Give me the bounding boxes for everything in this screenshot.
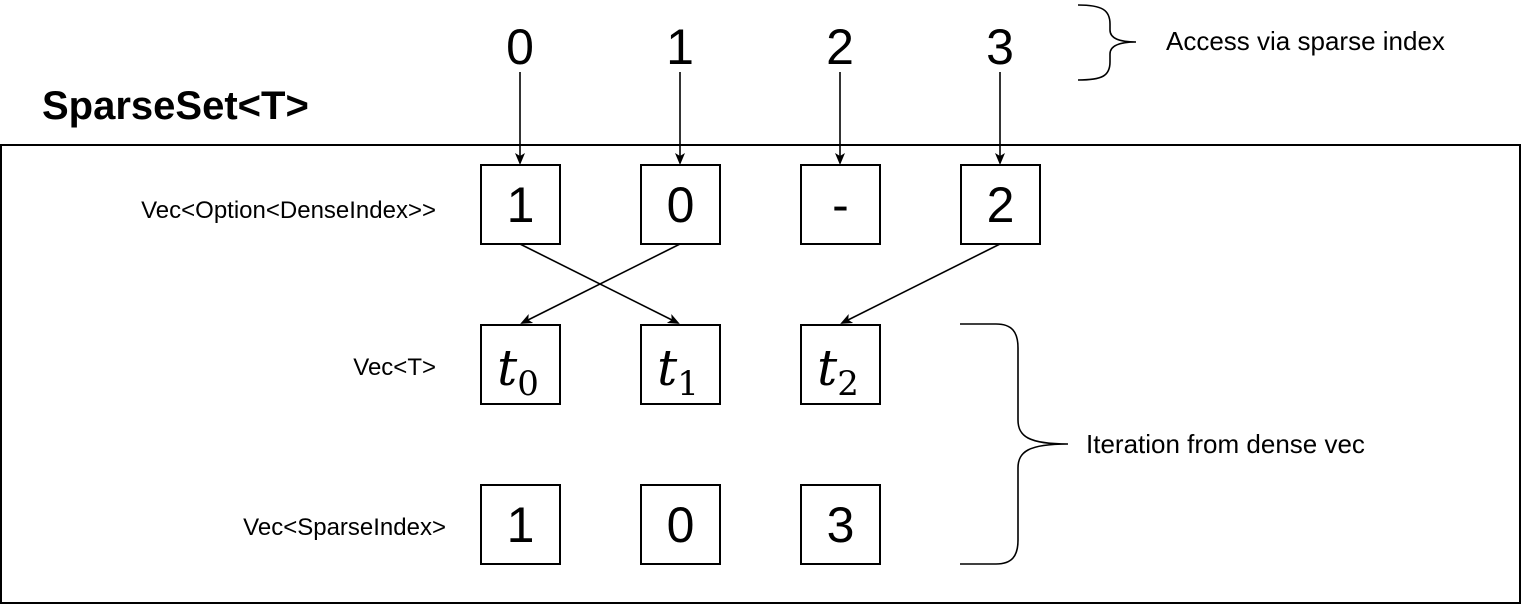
dense-cell-0: t0: [480, 324, 561, 405]
iteration-brace: [960, 323, 1069, 565]
indices-cell-value: 0: [667, 497, 695, 553]
sparse-cell-1: 0: [640, 164, 721, 245]
row-label-sparse: Vec<Option<DenseIndex>>: [141, 197, 436, 224]
sparse-cell-value: 2: [987, 177, 1015, 233]
mapping-arrows: [519, 243, 1001, 324]
svg-text:t1: t1: [657, 339, 699, 404]
indices-cell-0: 1: [480, 484, 561, 565]
mapping-arrow-sparse1-dense0: [520, 243, 681, 324]
sparse-cell-2: -: [800, 164, 881, 245]
sparse-cell-value: 1: [507, 177, 535, 233]
dense-cell-sub: 2: [837, 364, 859, 404]
dense-cell-sub: 0: [517, 364, 539, 404]
top-index-3: 3: [986, 19, 1014, 75]
top-indices: 0 1 2 3: [506, 19, 1014, 75]
access-brace: [1077, 4, 1137, 81]
top-index-1: 1: [666, 19, 694, 75]
indices-cell-1: 0: [640, 484, 721, 565]
mapping-arrow-sparse0-dense1: [519, 243, 680, 324]
indices-cell-2: 3: [800, 484, 881, 565]
indices-cell-value: 1: [507, 497, 535, 553]
indices-row: 1 0 3: [480, 484, 881, 565]
row-label-dense: Vec<T>: [353, 354, 436, 381]
dense-cell-base: t: [817, 339, 838, 397]
row-label-indices: Vec<SparseIndex>: [243, 514, 446, 541]
dense-cell-2: t2: [800, 324, 881, 405]
sparse-cell-value: 0: [667, 177, 695, 233]
sparse-cell-value: -: [832, 177, 849, 233]
sparse-cell-3: 2: [960, 164, 1041, 245]
top-index-2: 2: [826, 19, 854, 75]
indices-cell-value: 3: [827, 497, 855, 553]
dense-cell-base: t: [657, 339, 678, 397]
sparse-row: 1 0 - 2: [480, 164, 1041, 245]
dense-row: t0 t1 t2: [480, 324, 881, 405]
access-label: Access via sparse index: [1166, 26, 1445, 56]
access-arrows: [515, 72, 1005, 165]
dense-cell-1: t1: [640, 324, 721, 405]
svg-text:t0: t0: [497, 339, 539, 404]
svg-text:t2: t2: [817, 339, 859, 404]
dense-cell-base: t: [497, 339, 518, 397]
diagram-title: SparseSet<T>: [42, 84, 309, 128]
iteration-label: Iteration from dense vec: [1086, 429, 1365, 459]
sparse-set-frame: [0, 144, 1521, 604]
mapping-arrow-sparse3-dense2: [840, 243, 1001, 324]
sparse-cell-0: 1: [480, 164, 561, 245]
top-index-0: 0: [506, 19, 534, 75]
dense-cell-sub: 1: [677, 364, 699, 404]
